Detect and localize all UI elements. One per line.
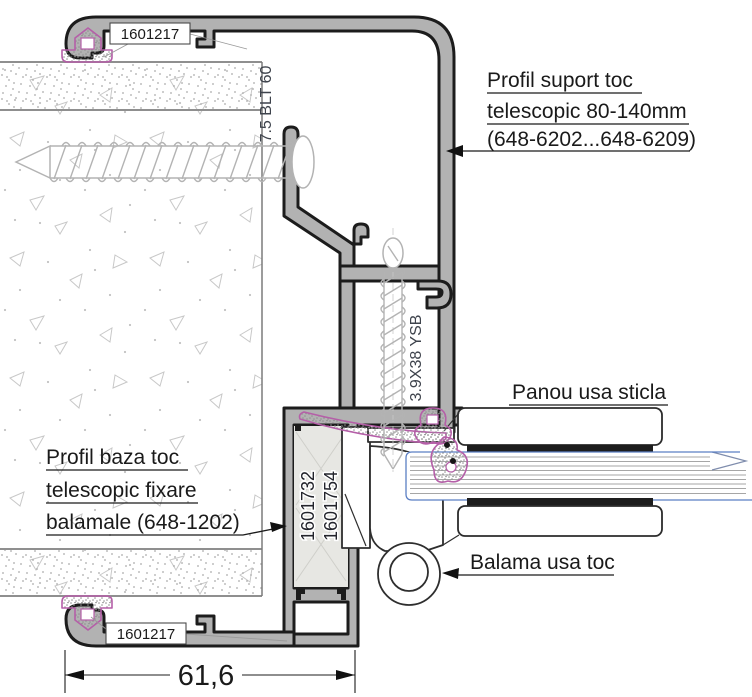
divider-hook-right xyxy=(337,588,346,600)
callout-bottom-leader-left xyxy=(90,616,107,630)
base-label-arrow xyxy=(270,522,287,532)
callout-top-leader-right xyxy=(189,33,248,50)
wall-screw-code: 7.5 BLT 60 xyxy=(258,66,275,143)
base-label-line1: Profil baza toc xyxy=(46,446,179,469)
hinge-label-text: Balama usa toc xyxy=(470,551,615,574)
hinge-pin xyxy=(389,552,429,592)
hinge-leaf-detail xyxy=(344,493,367,547)
callout-top-box xyxy=(109,22,191,45)
base-profile-label: Profil baza toc telescopic fixare balama… xyxy=(46,446,287,536)
callout-top: 1601217 xyxy=(103,22,248,58)
frame-screw-code: 3.9X38 YSB xyxy=(408,315,425,402)
wall-plaster-band-top xyxy=(0,63,262,109)
bottom-gasket-hole xyxy=(80,608,95,621)
frame-screw-threads xyxy=(380,267,406,470)
wall-lines xyxy=(0,61,262,597)
chamber-nub-left xyxy=(295,425,301,431)
dimension-extension-lines xyxy=(64,650,356,693)
wall-screw xyxy=(14,135,315,189)
panel-top-clamp xyxy=(457,407,663,446)
wall-screw-shank xyxy=(50,145,292,179)
gasket-pin-2 xyxy=(450,458,456,464)
frame-screw xyxy=(380,228,406,472)
panel-bottom-clamp xyxy=(457,505,663,537)
support-c-hook xyxy=(416,279,453,310)
hinge-connector xyxy=(442,534,460,546)
dimension-arrow-right xyxy=(336,670,355,680)
bulb-gasket xyxy=(430,436,469,483)
wall-screw-threads xyxy=(49,141,295,183)
base-profile-code-1: 1601732 xyxy=(298,471,318,541)
hinge-label-arrow xyxy=(442,568,459,579)
support-label-arrow xyxy=(446,145,463,157)
support-label-line2: telescopic 80-140mm xyxy=(487,100,687,123)
width-dimension: 61,6 xyxy=(64,650,356,693)
base-label-underlines xyxy=(46,469,279,536)
base-profile-code-2: 1601754 xyxy=(321,471,341,541)
support-cross-bar xyxy=(338,264,441,283)
callout-top-leader-left xyxy=(103,43,129,58)
panel-label-text: Panou usa sticla xyxy=(512,381,666,404)
wall-plaster-band-bottom xyxy=(0,550,262,596)
gaskets xyxy=(61,27,469,631)
callout-top-code: 1601217 xyxy=(121,26,179,43)
base-label-line2: telescopic fixare xyxy=(46,479,197,502)
support-profile-label: Profil suport toc telescopic 80-140mm (6… xyxy=(446,69,696,157)
support-profile-outline xyxy=(64,15,456,434)
wall-screw-head xyxy=(291,135,315,189)
corner-gasket-hole xyxy=(426,414,439,425)
callout-bottom-box xyxy=(105,622,187,645)
frame-screw-slot xyxy=(387,245,399,262)
chamber-ribs xyxy=(295,431,347,582)
dimension-value: 61,6 xyxy=(178,660,234,692)
panel-bottom-gasket-strip xyxy=(467,498,653,506)
glass-break-mask xyxy=(712,452,746,470)
hinge-label: Balama usa toc xyxy=(442,551,615,579)
base-profile-upper-chamber xyxy=(294,426,348,587)
glass-break-symbol xyxy=(711,451,749,471)
glass-lamination-lines xyxy=(410,456,746,494)
top-gasket-hole xyxy=(80,37,95,50)
panel-top-gasket-strip xyxy=(467,445,653,453)
gasket-pin-1 xyxy=(444,442,450,448)
divider-hook-left xyxy=(296,588,305,600)
dimension-arrow-left xyxy=(65,670,84,680)
support-label-line3: (648-6202...648-6209) xyxy=(487,128,696,151)
glass-panel-label: Panou usa sticla xyxy=(509,381,668,406)
mid-flange-clip xyxy=(352,222,370,246)
support-frame-profile xyxy=(64,15,456,434)
support-label-line1: Profil suport toc xyxy=(487,69,633,92)
hinge-frame-leaf xyxy=(341,426,371,549)
callout-bottom: 1601217 xyxy=(90,616,288,645)
base-label-line3: balamale (648-1202) xyxy=(46,511,240,534)
support-label-underlines xyxy=(452,92,690,152)
callout-bottom-leader-right xyxy=(185,633,288,642)
wall-screw-tip xyxy=(14,144,51,180)
callout-bottom-code: 1601217 xyxy=(117,626,175,643)
